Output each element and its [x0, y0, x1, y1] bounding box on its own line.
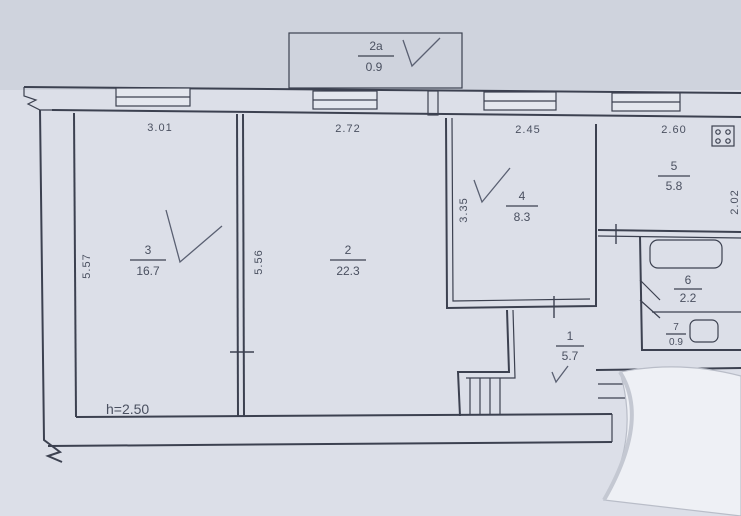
- room-label-3: 3 16.7: [130, 243, 166, 278]
- stove-burner-2: [725, 129, 731, 135]
- svg-text:3: 3: [145, 243, 152, 257]
- bathtub: [649, 239, 723, 269]
- stove-burner-1: [715, 129, 721, 135]
- partition-3-2b: [242, 113, 245, 417]
- svg-text:0.9: 0.9: [366, 60, 383, 74]
- dim-room4-width: 2.45: [515, 124, 540, 136]
- room-4-inner: [451, 117, 591, 302]
- room-label-5: 5 5.8: [658, 159, 690, 193]
- svg-text:2: 2: [345, 243, 352, 257]
- bottom-wall-inner: [75, 413, 613, 418]
- svg-text:22.3: 22.3: [336, 264, 360, 278]
- dim-room3-width: 3.01: [147, 122, 172, 134]
- svg-text:16.7: 16.7: [136, 264, 160, 278]
- check-mark-balcony: [402, 37, 441, 68]
- corridor-wall: [456, 309, 511, 417]
- left-wall-inner: [73, 112, 77, 418]
- svg-text:2а: 2а: [369, 39, 383, 53]
- balcony-outline: [288, 32, 463, 89]
- corridor-wall-inner: [466, 309, 516, 379]
- balcony-door: [427, 90, 439, 116]
- svg-text:5.8: 5.8: [666, 179, 683, 193]
- kitchen-bath-partition-inner: [597, 235, 741, 239]
- stove-burner-4: [725, 138, 731, 144]
- bath-door-swing: [639, 279, 661, 319]
- svg-text:0.9: 0.9: [669, 337, 683, 348]
- svg-text:1: 1: [567, 329, 574, 343]
- room-4-walls: [445, 117, 597, 310]
- svg-text:8.3: 8.3: [514, 210, 531, 224]
- paper-curl-shadow: [602, 370, 634, 501]
- stove: [711, 125, 735, 147]
- paper-shadow-top: [0, 0, 741, 90]
- dim-room3-length: 5.57: [81, 253, 93, 278]
- paper-curl: [603, 366, 741, 516]
- room-label-4: 4 8.3: [506, 189, 538, 224]
- room-label-2a: 2а 0.9: [358, 39, 394, 74]
- room-label-1: 1 5.7: [556, 329, 584, 363]
- partition-3-2: [236, 113, 239, 417]
- ceiling-height-note: h=2.50: [106, 401, 149, 417]
- dim-room5-length: 2.02: [729, 189, 741, 214]
- svg-text:2.2: 2.2: [680, 291, 697, 305]
- break-mark-top-left: [23, 87, 52, 111]
- toilet: [689, 319, 719, 343]
- svg-text:6: 6: [685, 273, 692, 287]
- check-mark-room-4: [473, 167, 511, 204]
- kitchen-bath-partition: [597, 229, 741, 233]
- dim-room4-length: 3.35: [458, 197, 470, 222]
- check-mark-corridor: [551, 365, 569, 384]
- svg-text:7: 7: [673, 322, 679, 333]
- dim-room5-width: 2.60: [661, 124, 686, 136]
- svg-text:4: 4: [519, 189, 526, 203]
- top-wall-inner: [51, 109, 741, 118]
- stove-burner-3: [715, 138, 721, 144]
- dim-room2-width: 2.72: [335, 123, 360, 135]
- bottom-wall-outer: [47, 441, 613, 447]
- room-label-2: 2 22.3: [330, 243, 366, 278]
- room-label-6: 6 2.2: [674, 273, 702, 305]
- check-mark-room-3: [165, 209, 223, 264]
- room-label-7: 7 0.9: [666, 322, 686, 348]
- svg-text:5: 5: [671, 159, 678, 173]
- dim-room2-length: 5.56: [253, 249, 265, 274]
- svg-text:5.7: 5.7: [562, 349, 579, 363]
- left-wall-outer: [39, 109, 63, 463]
- bathroom-walls: [639, 235, 741, 351]
